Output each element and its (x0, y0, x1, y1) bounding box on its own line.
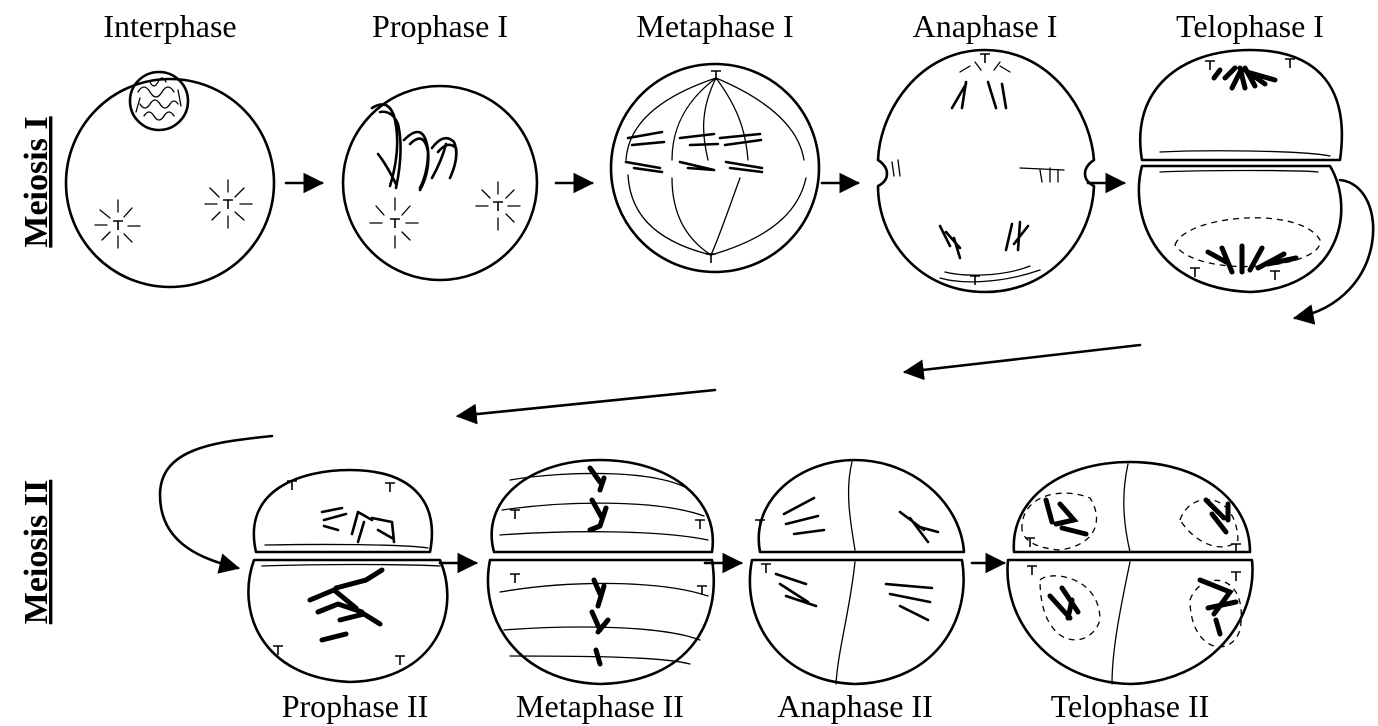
cell-metaphase-i (611, 64, 819, 272)
meiosis-ii-label: Meiosis II (18, 480, 55, 625)
cell-anaphase-ii (750, 460, 964, 684)
stage-label-anaphase-ii: Anaphase II (777, 688, 932, 724)
meiosis-i-label: Meiosis I (18, 116, 55, 247)
cell-telophase-ii (1007, 462, 1252, 684)
cell-prophase-ii (248, 470, 447, 682)
cell-metaphase-ii (488, 460, 714, 684)
stage-label-metaphase-i: Metaphase I (636, 8, 793, 44)
stage-label-prophase-ii: Prophase II (282, 688, 429, 724)
cell-telophase-i (1139, 50, 1342, 292)
stage-label-interphase: Interphase (103, 8, 236, 44)
cell-prophase-i (343, 86, 537, 280)
stage-label-telophase-i: Telophase I (1176, 8, 1324, 44)
stage-label-metaphase-ii: Metaphase II (516, 688, 684, 724)
stage-label-telophase-ii: Telophase II (1051, 688, 1210, 724)
cell-anaphase-i (878, 50, 1094, 292)
cell-interphase (66, 72, 274, 287)
stage-label-prophase-i: Prophase I (372, 8, 508, 44)
stage-label-anaphase-i: Anaphase I (913, 8, 1058, 44)
